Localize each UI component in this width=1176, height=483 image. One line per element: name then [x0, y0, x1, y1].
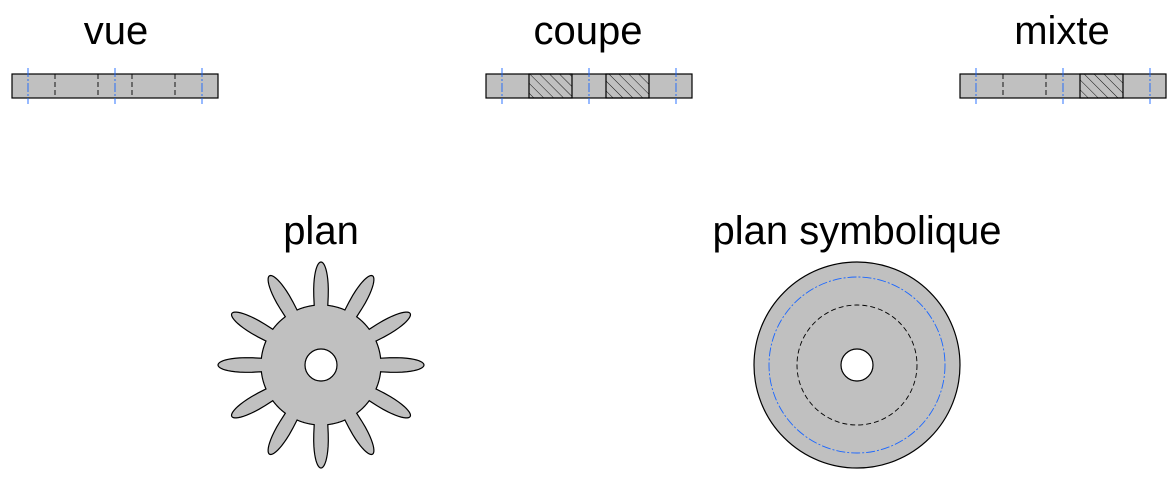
label-plan: plan: [283, 209, 359, 253]
gear-plan-view: [217, 261, 425, 469]
mixed-view-mixte: [959, 68, 1167, 104]
gear-symbolic-plan-view: [753, 261, 961, 469]
label-plan-symbolique: plan symbolique: [712, 209, 1001, 253]
pitch-circle: [768, 276, 946, 454]
label-vue: vue: [84, 9, 149, 53]
label-coupe: coupe: [534, 9, 643, 53]
side-view-vue: [11, 68, 219, 104]
section-view-coupe: [485, 68, 693, 104]
symbolic-bore-hole: [840, 348, 874, 382]
root-circle: [796, 304, 918, 426]
label-mixte: mixte: [1014, 9, 1110, 53]
gear-bore-hole: [304, 348, 338, 382]
